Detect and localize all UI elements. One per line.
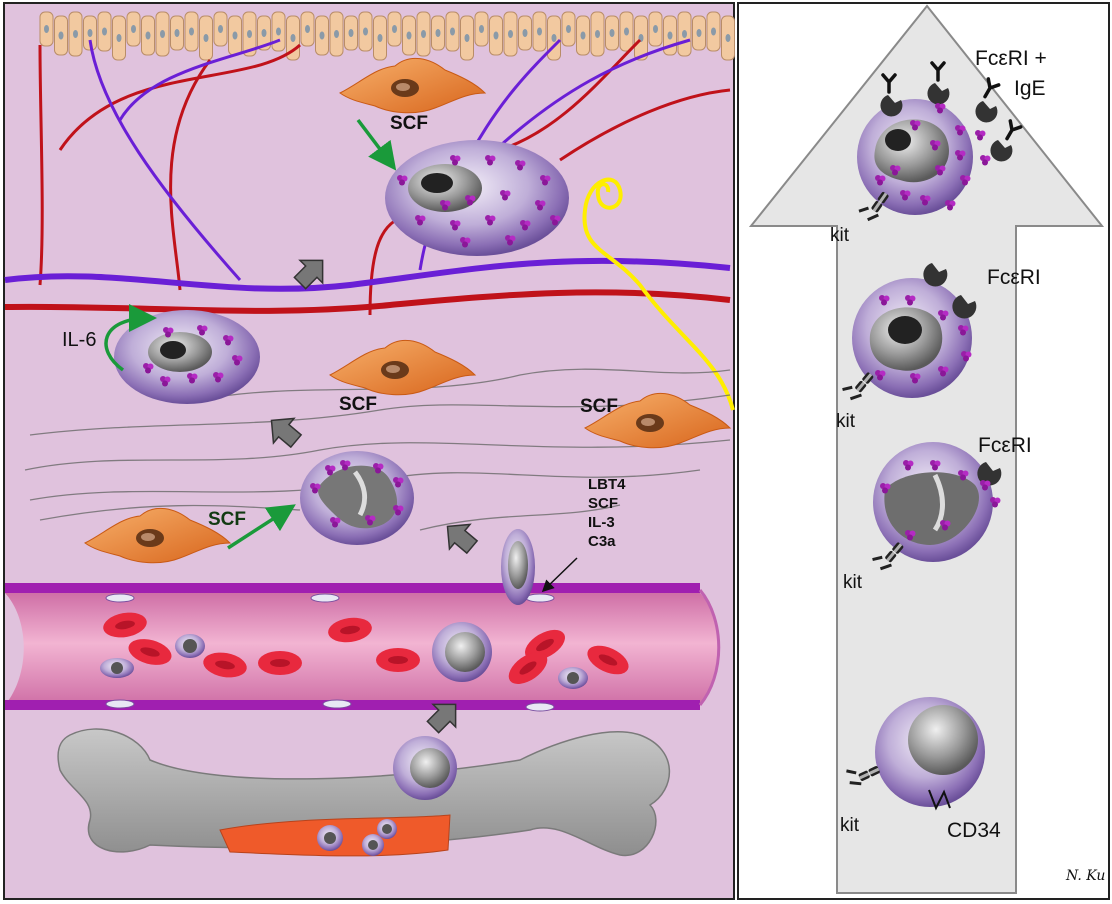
epithelial-nucleus (116, 34, 122, 42)
nerve-fiber (582, 177, 735, 411)
epithelial-nucleus (58, 31, 64, 40)
fibroblast (329, 339, 477, 396)
mature-mast-cell (385, 140, 569, 256)
il6-mast-cell (114, 310, 260, 404)
red-blood-cell (128, 639, 172, 665)
epithelial-nucleus (711, 27, 716, 36)
epithelial-nucleus (363, 27, 368, 36)
scf-signal-arrows (104, 118, 397, 550)
kit-label-1: kit (830, 225, 849, 246)
epithelial-nucleus (174, 29, 180, 37)
kit-label-2: kit (836, 411, 855, 432)
epithelial-nucleus (609, 29, 615, 37)
fceri-ige-label-line2: IgE (1014, 77, 1046, 100)
epithelial-nucleus (247, 30, 252, 38)
epithelial-nucleus (406, 31, 412, 40)
stage-progenitor-cell (875, 697, 985, 811)
epithelial-nucleus (421, 30, 426, 38)
capillary-network (38, 38, 731, 316)
fceri-receptors (880, 83, 1013, 486)
fibroblasts (84, 57, 732, 564)
red-blood-cells (103, 612, 629, 684)
epithelial-nucleus (73, 30, 78, 38)
bone-marrow (57, 728, 671, 857)
epithelial-nucleus (232, 31, 238, 40)
epithelial-nucleus (551, 34, 557, 42)
mediator-c3a: C3a (588, 533, 616, 550)
endothelial-nuclei (105, 593, 555, 712)
scf-label-middle: SCF (339, 394, 377, 415)
epithelial-nucleus (464, 34, 470, 42)
epithelial-nucleus (566, 25, 571, 33)
red-blood-cell (203, 652, 247, 678)
epithelial-nucleus (305, 25, 310, 33)
stage-mature-cell (857, 99, 973, 215)
epithelial-nucleus (595, 30, 600, 38)
epithelial-nucleus (450, 27, 455, 36)
epithelial-nucleus (203, 34, 209, 42)
epithelial-nucleus (131, 25, 136, 33)
epithelial-nucleus (290, 34, 296, 42)
epithelial-nucleus (508, 30, 513, 38)
fibroblast (584, 392, 732, 449)
fibroblast (339, 57, 487, 114)
epithelial-nucleus (653, 25, 658, 33)
immature-mast-cell (300, 451, 414, 545)
epithelial-nucleus (435, 29, 441, 37)
epithelial-nucleus (537, 27, 542, 36)
epithelial-nucleus (696, 29, 702, 37)
il6-label: IL-6 (62, 329, 97, 351)
scf-label-left: SCF (208, 509, 246, 530)
epithelial-nucleus (682, 30, 687, 38)
epithelial-nucleus (218, 25, 223, 33)
author-credit: N. Ku (1066, 868, 1106, 884)
main-vessels (4, 257, 731, 314)
red-blood-cell (587, 645, 629, 675)
epithelial-nucleus (522, 29, 528, 37)
red-blood-cell (103, 612, 147, 638)
circulating-progenitors (100, 529, 588, 689)
epithelial-nucleus (160, 30, 165, 38)
epithelial-nucleus (624, 27, 629, 36)
epithelial-nucleus (348, 29, 354, 37)
epithelial-nucleus (334, 30, 339, 38)
epithelial-nucleus (493, 31, 499, 40)
blood-vessel (5, 583, 721, 712)
migration-arrows (270, 259, 479, 734)
epithelial-nucleus (145, 31, 151, 40)
epithelial-nucleus (667, 31, 673, 40)
epithelial-nucleus (44, 25, 49, 33)
fceri-stage3-label: FcεRI (987, 266, 1041, 289)
epithelial-layer (39, 11, 735, 61)
fceri-stage2-label: FcεRI (978, 434, 1032, 457)
epithelial-nucleus (189, 27, 194, 36)
mediator-list: LBT4 SCF IL-3 C3a (588, 475, 626, 551)
kit-label-4: kit (840, 815, 859, 836)
epithelial-nucleus (319, 31, 325, 40)
mediator-pointer (541, 557, 578, 593)
red-blood-cell (328, 617, 372, 643)
epithelial-nucleus (261, 29, 267, 37)
fibroblast (84, 507, 232, 564)
red-blood-cell (258, 651, 302, 675)
scf-label-right: SCF (580, 396, 618, 417)
mediator-lbt4: LBT4 (588, 476, 626, 493)
epithelial-nucleus (276, 27, 281, 36)
epithelial-nucleus (87, 29, 93, 37)
cd34-label: CD34 (947, 819, 1001, 842)
scf-label-top: SCF (390, 113, 428, 134)
epithelial-nucleus (102, 27, 107, 36)
epithelial-nucleus (479, 25, 484, 33)
epithelial-nucleus (725, 34, 731, 42)
mediator-il3: IL-3 (588, 514, 615, 531)
kit-label-3: kit (843, 572, 862, 593)
fceri-ige-label-line1: FcεRI + (975, 47, 1047, 70)
red-blood-cell (376, 648, 420, 672)
epithelial-nucleus (377, 34, 383, 42)
epithelial-nucleus (580, 31, 586, 40)
mediator-scf: SCF (588, 495, 618, 512)
epithelial-nucleus (392, 25, 397, 33)
red-blood-cell (508, 652, 548, 684)
